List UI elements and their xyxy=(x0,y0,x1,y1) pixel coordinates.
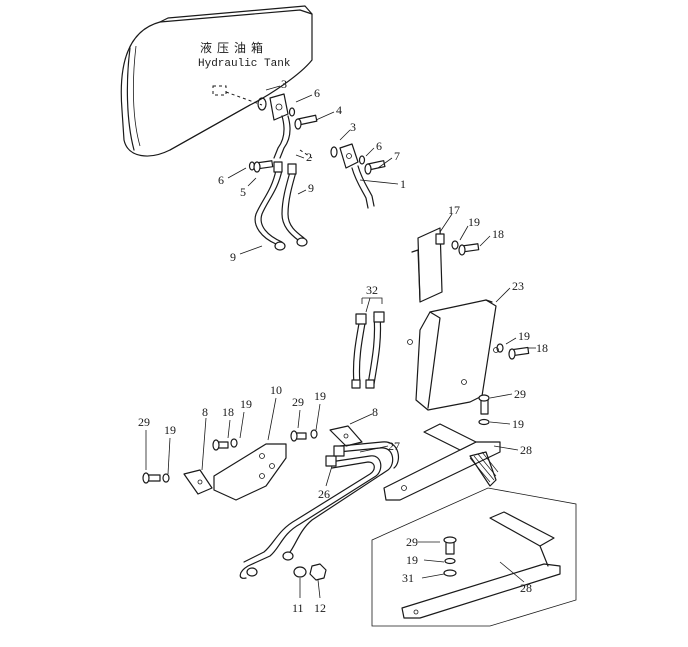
callout-19-right: 19 xyxy=(512,417,524,431)
bracket-28-upper xyxy=(383,423,501,501)
callout-29-far-left: 29 xyxy=(138,415,150,429)
bolt-29-lower xyxy=(443,536,457,555)
bolt-5 xyxy=(253,160,274,173)
washer-19-far-left xyxy=(162,473,170,483)
nut-12 xyxy=(309,563,327,581)
washer-11 xyxy=(293,566,307,578)
bolt-18-b17 xyxy=(458,243,480,256)
callout-28-upper: 28 xyxy=(520,443,532,457)
callout-18-b23: 18 xyxy=(536,341,548,355)
tank-port-hidden-outline xyxy=(212,85,227,96)
tank-label-english: Hydraulic Tank xyxy=(198,58,291,70)
bracket-10 xyxy=(213,443,287,501)
callout-9-upper: 9 xyxy=(308,181,314,195)
detail-view-frame xyxy=(371,487,577,627)
callout-19-far-left: 19 xyxy=(164,423,176,437)
washer-19-lower xyxy=(444,557,456,565)
leader-bracket-32 xyxy=(361,297,383,304)
callout-3-lower: 3 xyxy=(350,120,356,134)
hose-9-pair xyxy=(254,161,308,251)
callout-29-lower: 29 xyxy=(406,535,418,549)
washer-6-right xyxy=(358,155,366,165)
washer-6-upper xyxy=(288,107,296,117)
pipes-26-27 xyxy=(239,441,400,579)
callout-19-b23: 19 xyxy=(518,329,530,343)
callout-31: 31 xyxy=(402,571,414,585)
clamp-8-right xyxy=(329,425,363,447)
pipe-1 xyxy=(351,167,369,209)
callout-6-right: 6 xyxy=(376,139,382,153)
callout-17: 17 xyxy=(448,203,460,217)
bolt-7 xyxy=(364,160,386,175)
hose-32-pair xyxy=(351,311,385,389)
hydraulic-tank: 液压油箱 Hydraulic Tank xyxy=(120,5,313,157)
callout-numbers: 3 6 4 3 6 7 2 1 6 5 9 9 17 19 18 23 19 1… xyxy=(138,77,548,615)
o-ring-3-upper xyxy=(257,97,267,111)
callout-11: 11 xyxy=(292,601,304,615)
callout-7: 7 xyxy=(394,149,400,163)
bracket-28-lower xyxy=(401,511,561,619)
flange-upper xyxy=(269,93,289,121)
callout-18-b17: 18 xyxy=(492,227,504,241)
centerline-port-1 xyxy=(299,149,313,159)
callout-23: 23 xyxy=(512,279,524,293)
callout-29-right: 29 xyxy=(514,387,526,401)
bolt-29-mid xyxy=(290,430,307,442)
callout-32: 32 xyxy=(366,283,378,297)
washer-19-b17 xyxy=(451,240,459,250)
washer-31-lower xyxy=(443,569,457,577)
washer-19-right xyxy=(478,418,490,426)
bracket-23 xyxy=(407,299,499,411)
leader-lines xyxy=(145,85,536,599)
callout-28-lower: 28 xyxy=(520,581,532,595)
callout-1: 1 xyxy=(400,177,406,191)
callout-18-mid: 18 xyxy=(222,405,234,419)
callout-19-mid-right: 19 xyxy=(314,389,326,403)
washer-19-mid-right xyxy=(310,429,318,439)
callout-4: 4 xyxy=(336,103,342,117)
callout-19-lower: 19 xyxy=(406,553,418,567)
callout-8-right: 8 xyxy=(372,405,378,419)
bolt-18-b23 xyxy=(508,346,530,360)
washer-19-mid xyxy=(230,438,238,448)
callout-2: 2 xyxy=(306,150,312,164)
callout-8-left: 8 xyxy=(202,405,208,419)
washer-19-b23 xyxy=(496,343,504,353)
pipe-2 xyxy=(273,115,285,159)
callout-10: 10 xyxy=(270,383,282,397)
callout-19-b17: 19 xyxy=(468,215,480,229)
tank-label-chinese: 液压油箱 xyxy=(200,40,268,55)
bracket-17 xyxy=(411,227,445,303)
flange-right xyxy=(339,143,359,169)
callout-6-left: 6 xyxy=(218,173,224,187)
bolt-18-mid xyxy=(212,439,229,451)
callout-6-upper: 6 xyxy=(314,86,320,100)
callout-3-upper: 3 xyxy=(281,77,287,91)
o-ring-3-lower xyxy=(330,146,338,158)
callout-19-mid: 19 xyxy=(240,397,252,411)
callout-26: 26 xyxy=(318,487,330,501)
bolt-29-right xyxy=(478,394,490,415)
bolt-4 xyxy=(294,114,318,130)
callout-9-lower: 9 xyxy=(230,250,236,264)
centerline-tank-port xyxy=(225,91,263,106)
callout-5: 5 xyxy=(240,185,246,199)
callout-12: 12 xyxy=(314,601,326,615)
callout-27: 27 xyxy=(388,439,400,453)
bolt-29-far-left xyxy=(142,472,161,484)
callout-29-mid: 29 xyxy=(292,395,304,409)
clamp-8-left xyxy=(183,469,213,495)
